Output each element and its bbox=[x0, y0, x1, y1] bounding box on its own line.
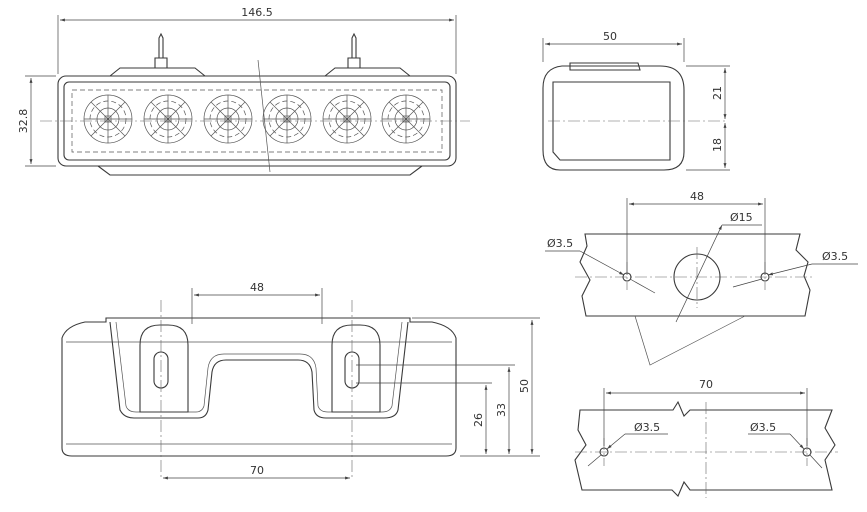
front-top-bracket bbox=[109, 67, 411, 77]
front-width-label: 146.5 bbox=[241, 6, 273, 19]
back-view: 48 70 50 33 26 bbox=[61, 281, 540, 480]
side-top-cap bbox=[569, 62, 641, 71]
hole-top-section-lines bbox=[634, 315, 746, 366]
side-lower-label: 18 bbox=[711, 138, 724, 152]
led-6 bbox=[381, 94, 431, 144]
front-height-label: 32.8 bbox=[17, 109, 30, 134]
side-inner-body bbox=[552, 81, 671, 161]
back-cutout-channel bbox=[109, 321, 409, 419]
back-bracket-right bbox=[331, 300, 381, 480]
hole-detail-top: 48 Ø15 Ø3.5 Ø3.5 bbox=[545, 190, 858, 366]
side-width-label: 50 bbox=[603, 30, 617, 43]
back-bracket-left bbox=[139, 300, 189, 480]
led-4 bbox=[262, 94, 312, 144]
led-5 bbox=[322, 94, 372, 144]
front-view: 146.5 32.8 bbox=[17, 6, 470, 176]
led-2 bbox=[143, 94, 193, 144]
back-bottom-spacing-dimension: 70 bbox=[163, 464, 350, 480]
back-low-label: 26 bbox=[472, 413, 485, 427]
hole-panel-bottom bbox=[574, 400, 836, 497]
hole-top-left-leader: Ø3.5 bbox=[545, 237, 656, 294]
hole-top-center-label: Ø15 bbox=[730, 211, 753, 224]
front-width-dimension: 146.5 bbox=[57, 6, 457, 74]
hole-top-center-leader: Ø15 bbox=[675, 211, 762, 323]
hole-top-spacing-label: 48 bbox=[690, 190, 704, 203]
back-bottom-spacing-label: 70 bbox=[250, 464, 264, 477]
front-bottom-lip bbox=[97, 165, 423, 176]
side-upper-label: 21 bbox=[711, 86, 724, 100]
hole-top-left-label: Ø3.5 bbox=[547, 237, 573, 250]
hole-bottom-right-label: Ø3.5 bbox=[750, 421, 776, 434]
back-height-label: 50 bbox=[518, 379, 531, 393]
hole-bottom-spacing-dimension: 70 bbox=[603, 378, 808, 446]
hole-bottom-spacing-label: 70 bbox=[699, 378, 713, 391]
front-stud-right bbox=[347, 32, 361, 69]
back-mid-label: 33 bbox=[495, 403, 508, 417]
hole-bottom-left-label: Ø3.5 bbox=[634, 421, 660, 434]
back-height-dimensions: 50 33 26 bbox=[356, 317, 540, 457]
hole-top-right-label: Ø3.5 bbox=[822, 250, 848, 263]
back-top-spacing-dimension: 48 bbox=[191, 281, 323, 324]
back-top-spacing-label: 48 bbox=[250, 281, 264, 294]
back-housing bbox=[61, 317, 457, 457]
side-housing bbox=[542, 65, 685, 171]
front-height-dimension: 32.8 bbox=[17, 75, 56, 167]
front-section-mark bbox=[257, 59, 271, 173]
hole-bottom-right-leader: Ø3.5 bbox=[748, 421, 823, 469]
side-height-dimensions: 21 18 bbox=[686, 65, 730, 171]
side-view: 50 21 18 bbox=[542, 30, 730, 171]
hole-top-right-leader: Ø3.5 bbox=[732, 250, 858, 288]
front-stud-left bbox=[154, 32, 168, 69]
hole-bottom-left-leader: Ø3.5 bbox=[587, 421, 668, 467]
led-3 bbox=[203, 94, 253, 144]
side-width-dimension: 50 bbox=[542, 30, 685, 62]
hole-detail-bottom: 70 Ø3.5 Ø3.5 bbox=[574, 378, 838, 498]
back-housing-edges bbox=[66, 341, 452, 445]
led-1 bbox=[83, 94, 133, 144]
hole-panel-top bbox=[579, 233, 811, 317]
hole-top-spacing-dimension: 48 bbox=[626, 190, 766, 275]
